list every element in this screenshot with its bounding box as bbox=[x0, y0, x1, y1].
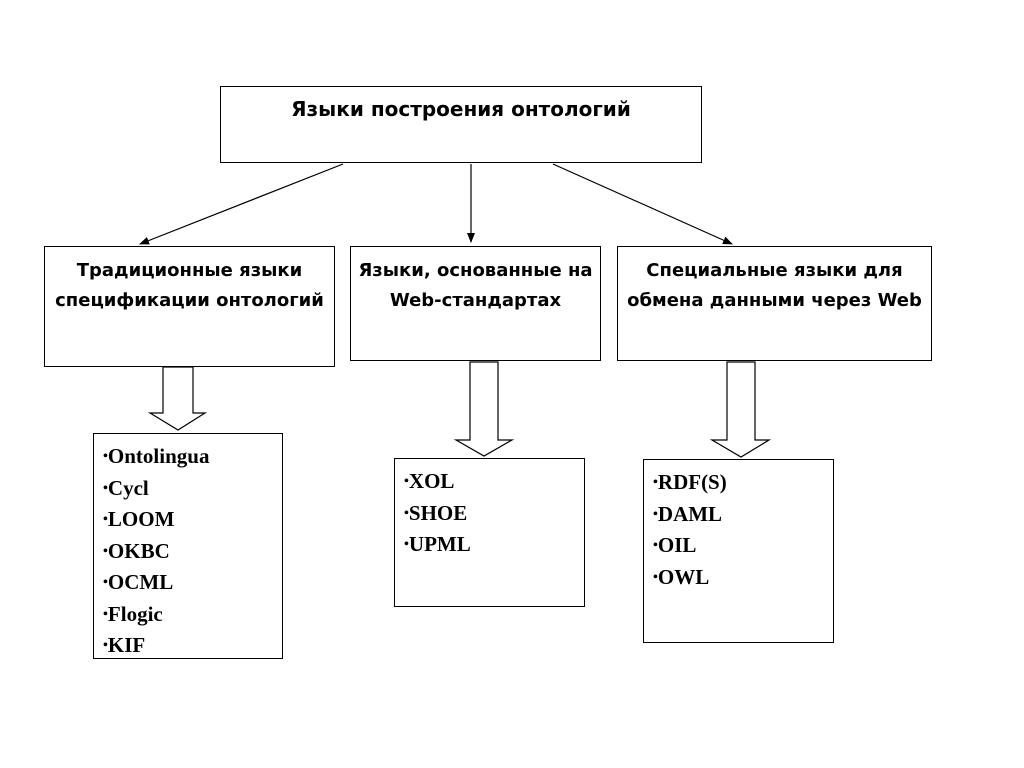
language-name: OKBC bbox=[107, 538, 170, 563]
language-name: SHOE bbox=[408, 500, 468, 525]
bullet-icon: • bbox=[653, 506, 658, 522]
root-title: Языки построения онтологий bbox=[291, 97, 631, 121]
bullet-icon: • bbox=[103, 606, 108, 622]
list-item: •Ontolingua bbox=[103, 441, 282, 473]
language-list-web-standards: •XOL •SHOE •UPML bbox=[394, 458, 585, 607]
language-name: DAML bbox=[657, 501, 723, 526]
language-name: KIF bbox=[107, 633, 146, 657]
list-item: •KIF bbox=[103, 630, 282, 662]
bullet-icon: • bbox=[653, 475, 658, 490]
category-traditional: Традиционные языки спецификации онтологи… bbox=[44, 246, 335, 367]
list-item: •OWL bbox=[653, 562, 833, 594]
bullet-icon: • bbox=[404, 505, 409, 521]
category-title: Языки, основанные на Web-стандартах bbox=[358, 260, 593, 311]
language-name: XOL bbox=[408, 469, 455, 493]
language-list-traditional: •Ontolingua •Cycl •LOOM •OKBC •OCML •Flo… bbox=[93, 433, 283, 659]
language-name: OIL bbox=[657, 533, 697, 557]
category-web-standards: Языки, основанные на Web-стандартах bbox=[350, 246, 601, 361]
arrow-root-to-data-exchange bbox=[552, 163, 733, 245]
bullet-icon: • bbox=[653, 569, 658, 585]
language-name: LOOM bbox=[107, 507, 175, 531]
list-item: •Flogic bbox=[103, 599, 282, 631]
block-arrow-web-standards bbox=[453, 361, 515, 457]
list-item: •OKBC bbox=[103, 536, 282, 568]
list-item: •DAML bbox=[653, 499, 833, 531]
language-name: UPML bbox=[408, 532, 471, 556]
block-arrow-traditional bbox=[147, 366, 208, 431]
list-item: •XOL bbox=[404, 466, 584, 498]
language-name: RDF(S) bbox=[657, 470, 727, 494]
bullet-icon: • bbox=[103, 575, 108, 590]
bullet-icon: • bbox=[103, 480, 108, 496]
category-title: Традиционные языки спецификации онтологи… bbox=[55, 260, 324, 311]
list-item: •RDF(S) bbox=[653, 467, 833, 499]
arrow-root-to-traditional bbox=[139, 163, 344, 245]
bullet-icon: • bbox=[103, 512, 108, 527]
category-title: Специальные языки для обмена данными чер… bbox=[627, 260, 922, 311]
bullet-icon: • bbox=[103, 638, 108, 653]
language-name: Ontolingua bbox=[107, 444, 210, 468]
bullet-icon: • bbox=[103, 449, 108, 464]
language-name: OCML bbox=[107, 570, 174, 594]
list-item: •OIL bbox=[653, 530, 833, 562]
language-name: Flogic bbox=[107, 601, 163, 626]
bullet-icon: • bbox=[404, 474, 409, 489]
category-data-exchange: Специальные языки для обмена данными чер… bbox=[617, 246, 932, 361]
language-name: Cycl bbox=[107, 475, 149, 500]
bullet-icon: • bbox=[103, 543, 108, 559]
list-item: •Cycl bbox=[103, 473, 282, 505]
bullet-icon: • bbox=[404, 537, 409, 552]
language-list-data-exchange: •RDF(S) •DAML •OIL •OWL bbox=[643, 459, 834, 643]
block-arrow-data-exchange bbox=[709, 361, 772, 458]
list-item: •LOOM bbox=[103, 504, 282, 536]
list-item: •OCML bbox=[103, 567, 282, 599]
list-item: •SHOE bbox=[404, 498, 584, 530]
language-name: OWL bbox=[657, 564, 710, 589]
list-item: •UPML bbox=[404, 529, 584, 561]
bullet-icon: • bbox=[653, 538, 658, 553]
root-node: Языки построения онтологий bbox=[220, 86, 702, 163]
